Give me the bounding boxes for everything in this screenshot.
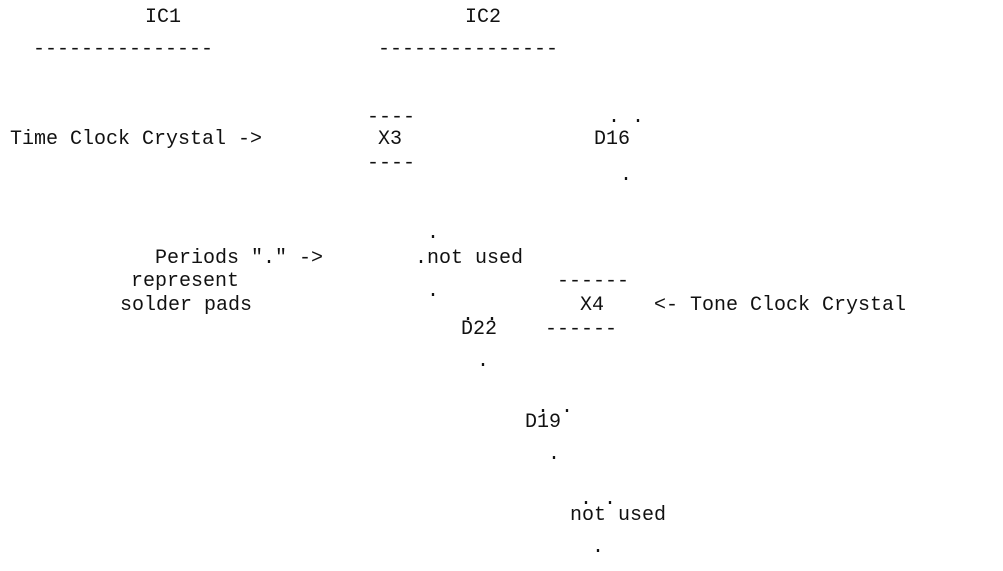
d19-label: D19 <box>525 411 562 434</box>
x3-bottom-outline: ---- <box>367 152 416 175</box>
center-pad: . <box>427 222 440 245</box>
ic2-label: IC2 <box>465 6 502 29</box>
ic1-label: IC1 <box>145 6 182 29</box>
d22-top-pads: . . <box>462 304 499 327</box>
tone-clock-crystal-label: <- Tone Clock Crystal <box>654 294 907 317</box>
d16-label: D16 <box>594 128 631 151</box>
not-used-pad-bottom: . <box>592 536 605 559</box>
d19-bottom-pad: . <box>548 443 561 466</box>
x4-top-outline: ------ <box>557 270 630 293</box>
not-used-label-bottom: not used <box>570 504 667 527</box>
x3-top-outline: ---- <box>367 106 416 129</box>
solder-pads-label: solder pads <box>120 294 253 317</box>
x3-label: X3 <box>378 128 403 151</box>
d22-bottom-pad: . <box>477 350 490 373</box>
ic1-outline: --------------- <box>33 38 214 61</box>
time-clock-crystal-label: Time Clock Crystal -> <box>10 128 263 151</box>
represent-label: represent <box>131 270 240 293</box>
ic2-outline: --------------- <box>378 38 559 61</box>
d22-label: D22 <box>461 318 498 341</box>
periods-label: Periods "." -> <box>155 247 324 270</box>
x4-bottom-outline: ------ <box>545 318 618 341</box>
d16-bottom-pad: . <box>620 164 633 187</box>
not-used-pads-top: . . <box>580 488 617 511</box>
not-used-label: .not used <box>415 247 524 270</box>
d19-top-pads: . . <box>537 396 574 419</box>
x4-label: X4 <box>580 294 605 317</box>
d16-top-pads: . . <box>608 106 645 129</box>
represent-pad: . <box>427 280 440 303</box>
